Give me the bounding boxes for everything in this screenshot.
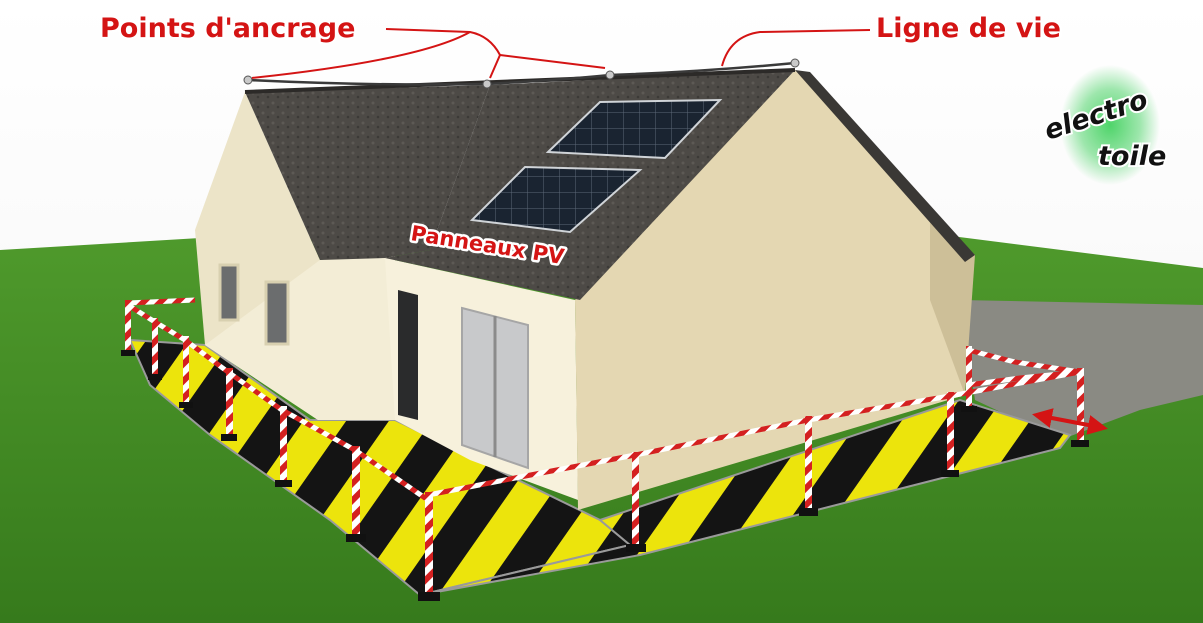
barrier-post [121, 300, 135, 356]
life-line [243, 58, 800, 89]
left-side-wall [205, 250, 395, 420]
barrier-post [626, 452, 646, 552]
barrier-fence [121, 297, 1089, 601]
barrier-post [275, 406, 292, 487]
barrier-post [179, 336, 193, 408]
barrier-post [221, 368, 237, 441]
barrier-post [346, 446, 366, 542]
anchor-point-3 [605, 70, 615, 80]
logo-text-line2: toile [1098, 141, 1166, 172]
life-line-label: Ligne de vie [876, 13, 1061, 44]
anchor-points-label: Points d'ancrage [100, 13, 355, 44]
window-left-2 [264, 280, 290, 346]
barrier-post [148, 318, 162, 380]
barrier-post [1071, 368, 1089, 447]
barrier-post [418, 492, 440, 601]
callout-lines [251, 28, 871, 79]
anchor-point-2 [482, 79, 492, 89]
double-headed-arrow-icon [1032, 408, 1108, 435]
window-left-1 [218, 263, 240, 322]
roof-right-edge [795, 70, 975, 262]
house [195, 70, 975, 510]
anchor-point-4 [790, 58, 800, 68]
roof-left-section [245, 85, 490, 260]
anchor-point-1 [243, 75, 253, 85]
logo-glow [1060, 65, 1160, 185]
pv-panel-array-bottom [469, 165, 643, 234]
barrier-post [961, 346, 977, 412]
entry-door [398, 290, 418, 420]
pv-panels [469, 98, 723, 234]
barrier-post [941, 392, 959, 477]
pv-panel-array-top [545, 98, 723, 160]
right-gable-wall [575, 70, 965, 510]
barrier-post [799, 416, 818, 516]
